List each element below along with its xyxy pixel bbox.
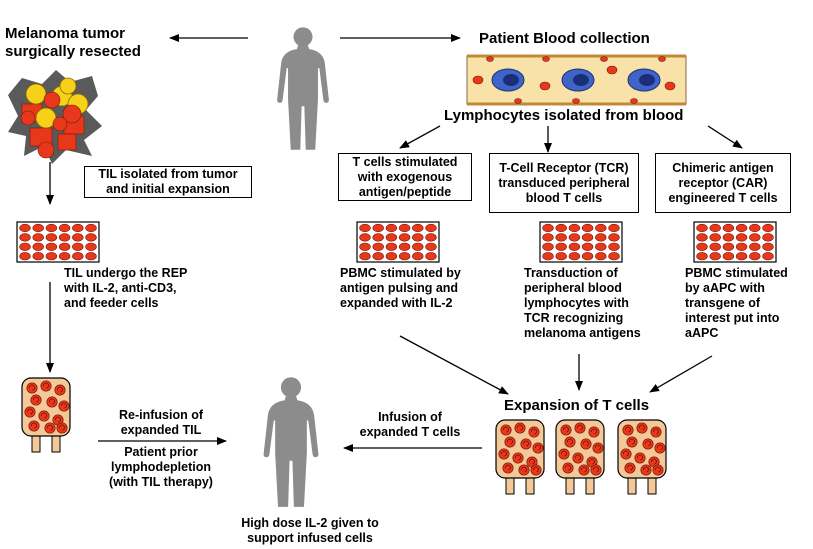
lymphodepletion-label: Patient prior lymphodepletion (with TIL … (109, 445, 213, 489)
culture-bag (21, 377, 71, 453)
til-rep-label: TIL undergo the REP with IL-2, anti-CD3,… (64, 266, 188, 310)
culture-bag (555, 419, 605, 495)
patient-figure-bottom (263, 377, 319, 507)
tcr-transduced-box: T-Cell Receptor (TCR) transduced periphe… (489, 153, 639, 213)
car-engineered-box: Chimeric antigen receptor (CAR) engineer… (655, 153, 791, 213)
well-plate (356, 221, 440, 263)
tcell-stimulated-box: T cells stimulated with exogenous antige… (338, 153, 472, 201)
well-plate (693, 221, 777, 263)
til-isolated-box: TIL isolated from tumor and initial expa… (84, 166, 252, 198)
patient-blood-label: Patient Blood collection (479, 30, 650, 47)
arrow-to-stimulated (399, 125, 441, 149)
pbmc-antigen-label: PBMC stimulated by antigen pulsing and e… (340, 266, 461, 310)
well-plate (539, 221, 623, 263)
expansion-label: Expansion of T cells (504, 397, 650, 414)
tumor-illustration (8, 70, 102, 164)
infusion-label: Infusion of expanded T cells (359, 410, 461, 439)
melanoma-resected-label: Melanoma tumor surgically resected (5, 25, 141, 60)
pbmc-aapc-label: PBMC stimulated by aAPC with transgene o… (685, 266, 788, 340)
culture-bag (617, 419, 667, 495)
transduction-label: Transduction of peripheral blood lymphoc… (524, 266, 641, 340)
lymphocytes-isolated-label: Lymphocytes isolated from blood (444, 107, 684, 124)
reinfusion-label: Re-infusion of expanded TIL (118, 408, 203, 437)
arrow-pbmc-to-expansion (399, 335, 509, 395)
culture-bag (495, 419, 545, 495)
arrow-car-to-expansion (649, 355, 713, 393)
high-dose-label: High dose IL-2 given to support infused … (241, 516, 379, 545)
patient-figure-top (277, 27, 329, 150)
well-plate (16, 221, 100, 263)
flow-arrows (46, 34, 743, 452)
blood-vessel (466, 54, 687, 106)
arrow-to-car (707, 125, 743, 149)
